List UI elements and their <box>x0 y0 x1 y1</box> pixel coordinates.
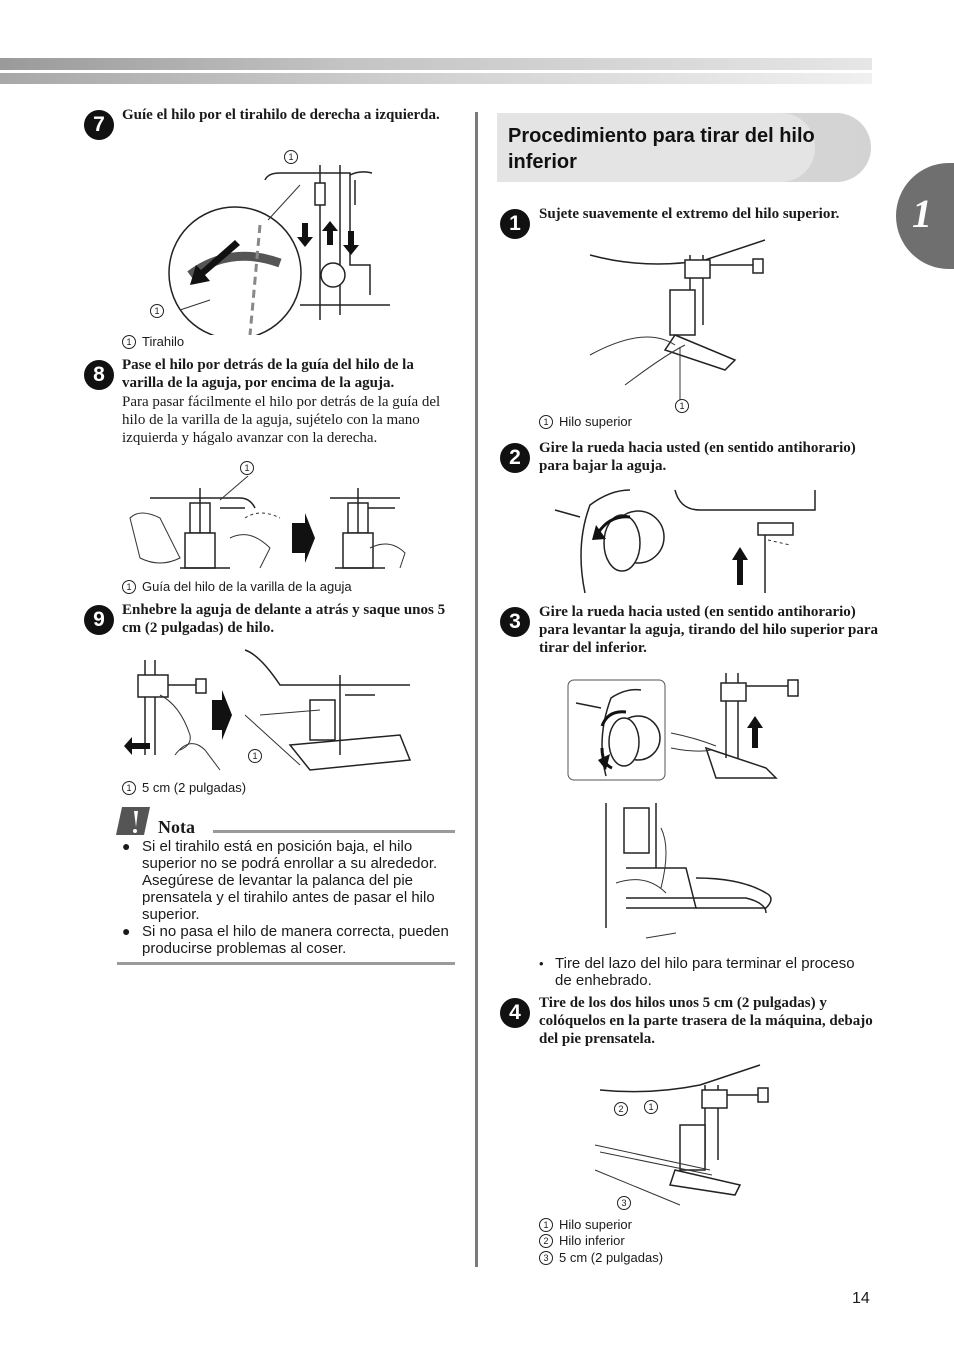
step-r4-marker-1: 1 <box>644 1098 664 1115</box>
step-r4-marker-2: 2 <box>614 1100 634 1117</box>
step-r4-title: Tire de los dos hilos unos 5 cm (2 pulga… <box>539 995 873 1047</box>
pull-threads-back-illustration <box>594 1064 769 1206</box>
column-divider <box>475 112 478 1267</box>
caption-marker: 1 <box>122 781 136 795</box>
page-number: 14 <box>852 1290 870 1307</box>
step-8-title: Pase el hilo por detrás de la guía del h… <box>122 357 414 391</box>
caption-marker: 1 <box>122 335 136 349</box>
step-9-caption: 1 5 cm (2 pulgadas) <box>122 779 246 796</box>
caption-text: 5 cm (2 pulgadas) <box>142 780 247 795</box>
step-r1-marker-1: 1 <box>675 397 695 414</box>
step-9-marker-1: 1 <box>248 747 268 764</box>
step-8-body: Para pasar fácilmente el hilo por detrás… <box>122 394 441 446</box>
section-title: Procedimiento para tirar del hilo inferi… <box>508 125 815 173</box>
caption-marker: 1 <box>122 580 136 594</box>
caption-marker: 3 <box>539 1251 553 1265</box>
step-7-marker-1a: 1 <box>284 148 304 165</box>
caption-marker: 2 <box>539 1234 553 1248</box>
bullet-text: Tire del lazo del hilo para terminar el … <box>555 955 855 989</box>
needle-bar-guide-illustration <box>129 475 406 569</box>
handwheel-up-illustration <box>567 673 799 939</box>
step-8-marker-1: 1 <box>240 459 260 476</box>
step-7-title: Guíe el hilo por el tirahilo de derecha … <box>122 107 440 123</box>
step-r4-caption-3: 3 5 cm (2 pulgadas) <box>539 1249 663 1266</box>
note-item: Si el tirahilo está en posición baja, el… <box>122 838 457 923</box>
note-list: Si el tirahilo está en posición baja, el… <box>122 838 457 957</box>
step-9-title: Enhebre la aguja de delante a atrás y sa… <box>122 602 446 636</box>
caption-marker: 1 <box>539 415 553 429</box>
header-bar-top <box>0 58 872 70</box>
step-r2-title: Gire la rueda hacia usted (en sentido an… <box>539 440 856 474</box>
step-r4-caption-2: 2 Hilo inferior <box>539 1232 625 1249</box>
step-r4-number: 4 <box>500 998 530 1028</box>
needle-threading-illustration <box>124 649 412 771</box>
step-r4-marker-3: 3 <box>617 1194 637 1211</box>
note-item: Si no pasa el hilo de manera correcta, p… <box>122 923 457 957</box>
step-7-marker-1b: 1 <box>150 302 170 319</box>
header-bar-bottom <box>0 73 872 84</box>
note-heading: Nota <box>158 817 195 837</box>
step-r3-bullet: • Tire del lazo del hilo para terminar e… <box>539 955 869 989</box>
handwheel-down-illustration <box>554 489 816 594</box>
note-bottom-rule <box>117 962 455 965</box>
step-r3-title: Gire la rueda hacia usted (en sentido an… <box>539 604 879 656</box>
caption-marker: 1 <box>539 1218 553 1232</box>
note-icon <box>116 807 150 835</box>
step-r4-caption-1: 1 Hilo superior <box>539 1216 632 1233</box>
caption-text: Hilo superior <box>559 1217 632 1232</box>
section-header-box <box>497 113 871 182</box>
note-top-rule <box>213 830 455 833</box>
caption-text: Hilo superior <box>559 414 632 429</box>
caption-text: Guía del hilo de la varilla de la aguja <box>142 579 352 594</box>
step-r1-title: Sujete suavemente el extremo del hilo su… <box>539 206 840 222</box>
step-8-caption: 1 Guía del hilo de la varilla de la aguja <box>122 578 352 595</box>
hold-upper-thread-illustration <box>589 239 766 400</box>
step-r3-number: 3 <box>500 607 530 637</box>
step-r1-caption: 1 Hilo superior <box>539 413 632 430</box>
chapter-number: 1 <box>912 191 932 236</box>
caption-text: Tirahilo <box>142 334 185 349</box>
caption-text: Hilo inferior <box>559 1233 625 1248</box>
step-9-number: 9 <box>84 605 114 635</box>
step-8-number: 8 <box>84 360 114 390</box>
step-7-number: 7 <box>84 110 114 140</box>
step-r1-number: 1 <box>500 209 530 239</box>
step-r2-number: 2 <box>500 443 530 473</box>
step-7-caption: 1 Tirahilo <box>122 333 184 350</box>
thread-take-up-illustration <box>168 165 390 335</box>
caption-text: 5 cm (2 pulgadas) <box>559 1250 664 1265</box>
